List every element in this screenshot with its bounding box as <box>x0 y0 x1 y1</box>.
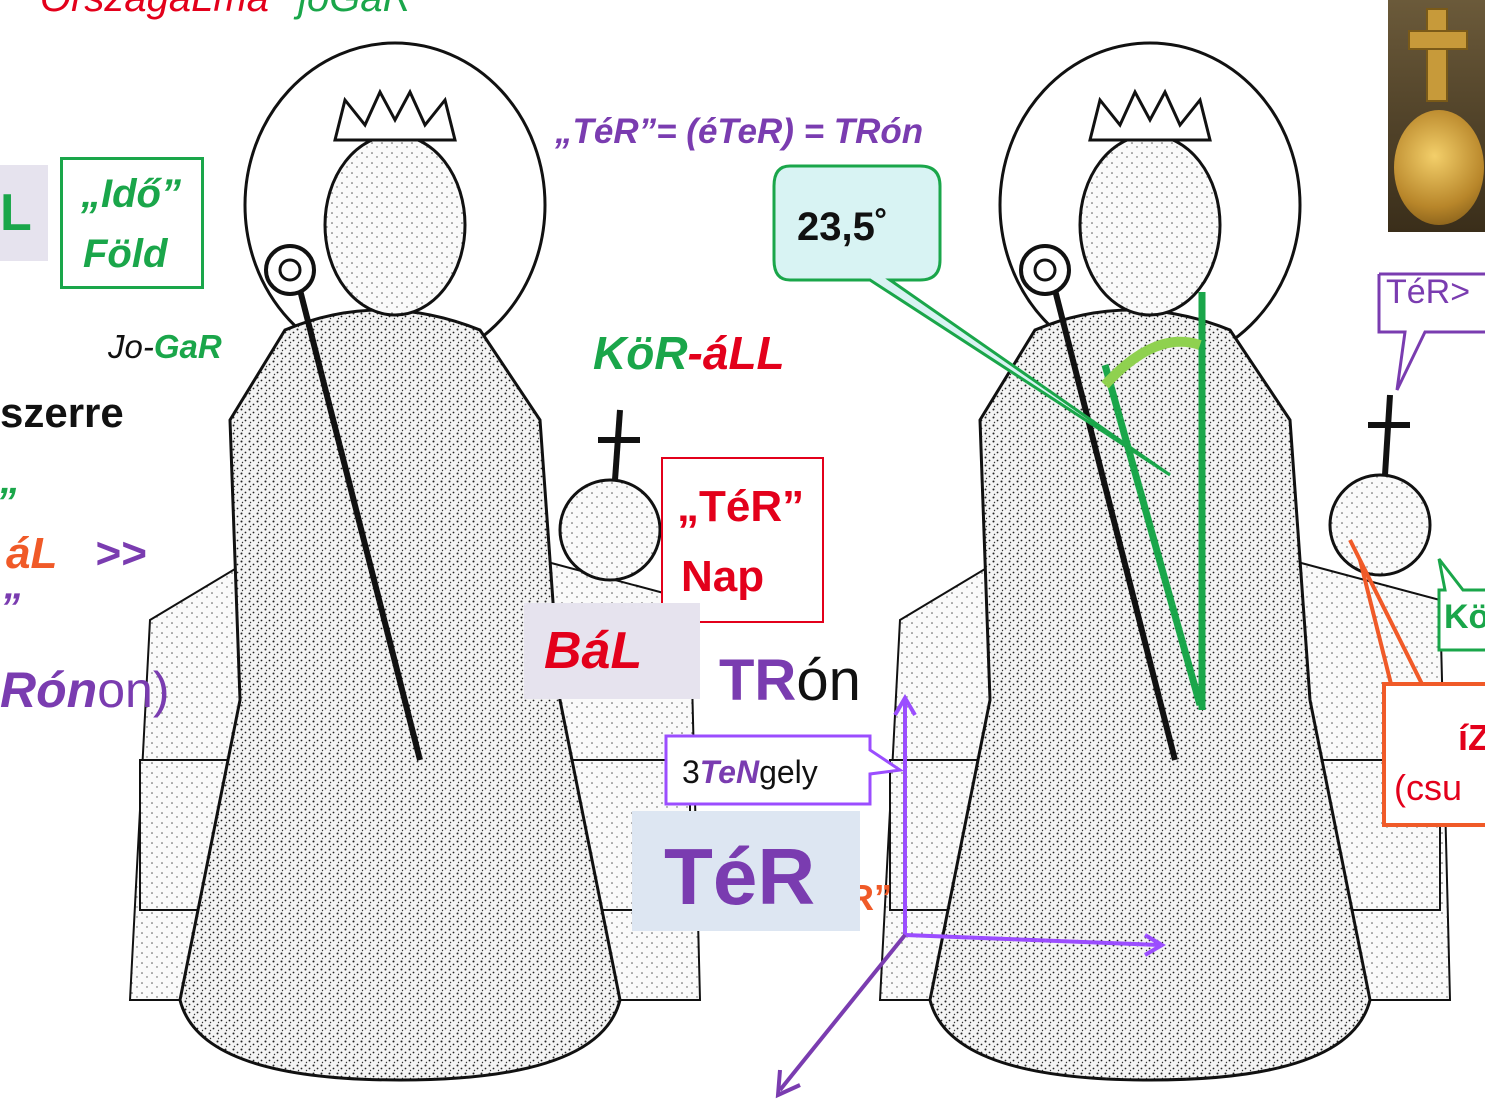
iz-callout-shape <box>1382 682 1485 827</box>
orb-globe-icon <box>1394 110 1484 225</box>
angle-label: 23,5˚ <box>797 205 889 249</box>
orb-cross-bar-icon <box>1408 30 1468 50</box>
ko-callout-label: Kö <box>1444 598 1485 636</box>
top-fragment-green: joGaR <box>298 0 411 20</box>
iz-callout-line2: (csu <box>1394 767 1463 808</box>
ter-nap-ter: „TéR” <box>677 482 805 531</box>
left-figure <box>128 41 702 1082</box>
tronon-line: Rónon) <box>0 665 169 715</box>
ter-nap-nap: Nap <box>681 552 765 601</box>
tengely-italic: TeN <box>699 754 760 790</box>
bal-fragment-line: áL >> <box>6 532 146 576</box>
angle-callout-shape <box>772 164 1171 477</box>
earth-label: Föld <box>83 232 168 276</box>
tron-rest: ón <box>796 648 861 713</box>
tron-label: TRón <box>719 652 861 710</box>
tengely-prefix: 3 <box>682 754 700 790</box>
left-box-fragment: L <box>0 184 32 242</box>
time-earth-box: „Idő” Föld <box>60 157 204 289</box>
tengely-label: 3TeNgely <box>682 756 818 788</box>
tronon-tail: on) <box>97 662 170 718</box>
ter-big-label: TéR <box>664 832 816 921</box>
tilt-lines <box>1101 292 1206 710</box>
right-figure <box>878 41 1452 1082</box>
ter-nap-box: „TéR” Nap <box>661 457 824 623</box>
arrows-symbol: >> <box>94 529 147 578</box>
tronon-italic: Rón <box>0 662 98 718</box>
ko-callout-shape <box>1437 558 1485 652</box>
left-quote-close: ” <box>0 586 20 630</box>
orb-photo <box>1388 0 1485 232</box>
jogar-prefix: Jo- <box>108 328 154 365</box>
jogar-label: Jo-GaR <box>108 330 222 363</box>
bal-box: BáL <box>524 603 700 699</box>
orb-cross-icon <box>1426 8 1448 102</box>
ter-callout-shape <box>1377 272 1485 391</box>
korall-label: KöR-áLL <box>593 330 785 376</box>
korall-green: KöR <box>593 327 688 379</box>
left-quote-small: „ <box>0 458 20 502</box>
tengely-suffix: gely <box>759 754 818 790</box>
time-label: „Idő” <box>81 172 181 216</box>
jogar-suffix: GaR <box>153 328 222 365</box>
ter-equation: „TéR”= (éTeR) = TRón <box>555 112 924 151</box>
ter-big-box: TéR <box>632 811 860 931</box>
tron-bold: TR <box>719 648 797 713</box>
axis-arrows <box>775 694 1166 1099</box>
iz-callout-line1: íZ <box>1458 717 1485 758</box>
korall-red: -áLL <box>687 327 785 379</box>
orange-callout-lines <box>1348 539 1432 701</box>
top-fragment-red: OrszagaLma <box>40 0 269 20</box>
top-fragment: OrszagaLma joGaR <box>40 0 412 18</box>
bal-label: BáL <box>544 622 643 680</box>
szerre-text: szerre <box>0 389 124 436</box>
left-lavender-box: L <box>0 165 48 261</box>
tengely-callout-shape <box>664 734 905 806</box>
ter-callout-label: TéR> <box>1386 273 1471 311</box>
bal-fragment: áL <box>6 529 57 578</box>
